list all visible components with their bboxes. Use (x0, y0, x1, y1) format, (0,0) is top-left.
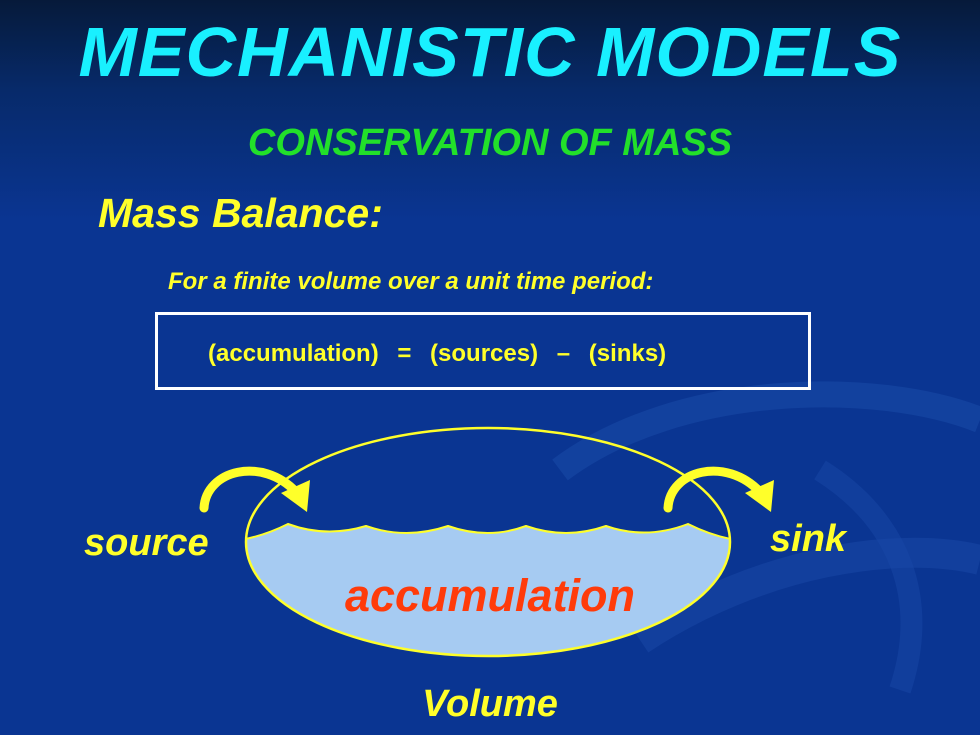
sink-label: sink (770, 518, 847, 560)
equation-box: (accumulation) = (sources) – (sinks) (155, 312, 811, 390)
volume-label: Volume (422, 683, 558, 725)
mass-balance-equation: (accumulation) = (sources) – (sinks) (208, 340, 678, 368)
equation-sinks: (sinks) (588, 340, 667, 367)
outflow-arrow-icon (663, 466, 774, 513)
inflow-arrow-icon (199, 466, 310, 513)
equation-sources: (sources) (430, 340, 539, 367)
slide-title: MECHANISTIC MODELS (78, 13, 902, 91)
equation-minus: – (556, 340, 571, 367)
equation-equals: = (397, 340, 412, 367)
section-heading: Mass Balance: (98, 190, 383, 236)
accumulation-label: accumulation (344, 570, 636, 621)
condition-note: For a finite volume over a unit time per… (168, 268, 654, 295)
liquid-accumulation (246, 522, 730, 656)
equation-accumulation: (accumulation) (208, 340, 379, 367)
volume-outline (244, 426, 732, 658)
source-label: source (84, 522, 209, 564)
slide-subtitle: CONSERVATION OF MASS (247, 122, 733, 164)
